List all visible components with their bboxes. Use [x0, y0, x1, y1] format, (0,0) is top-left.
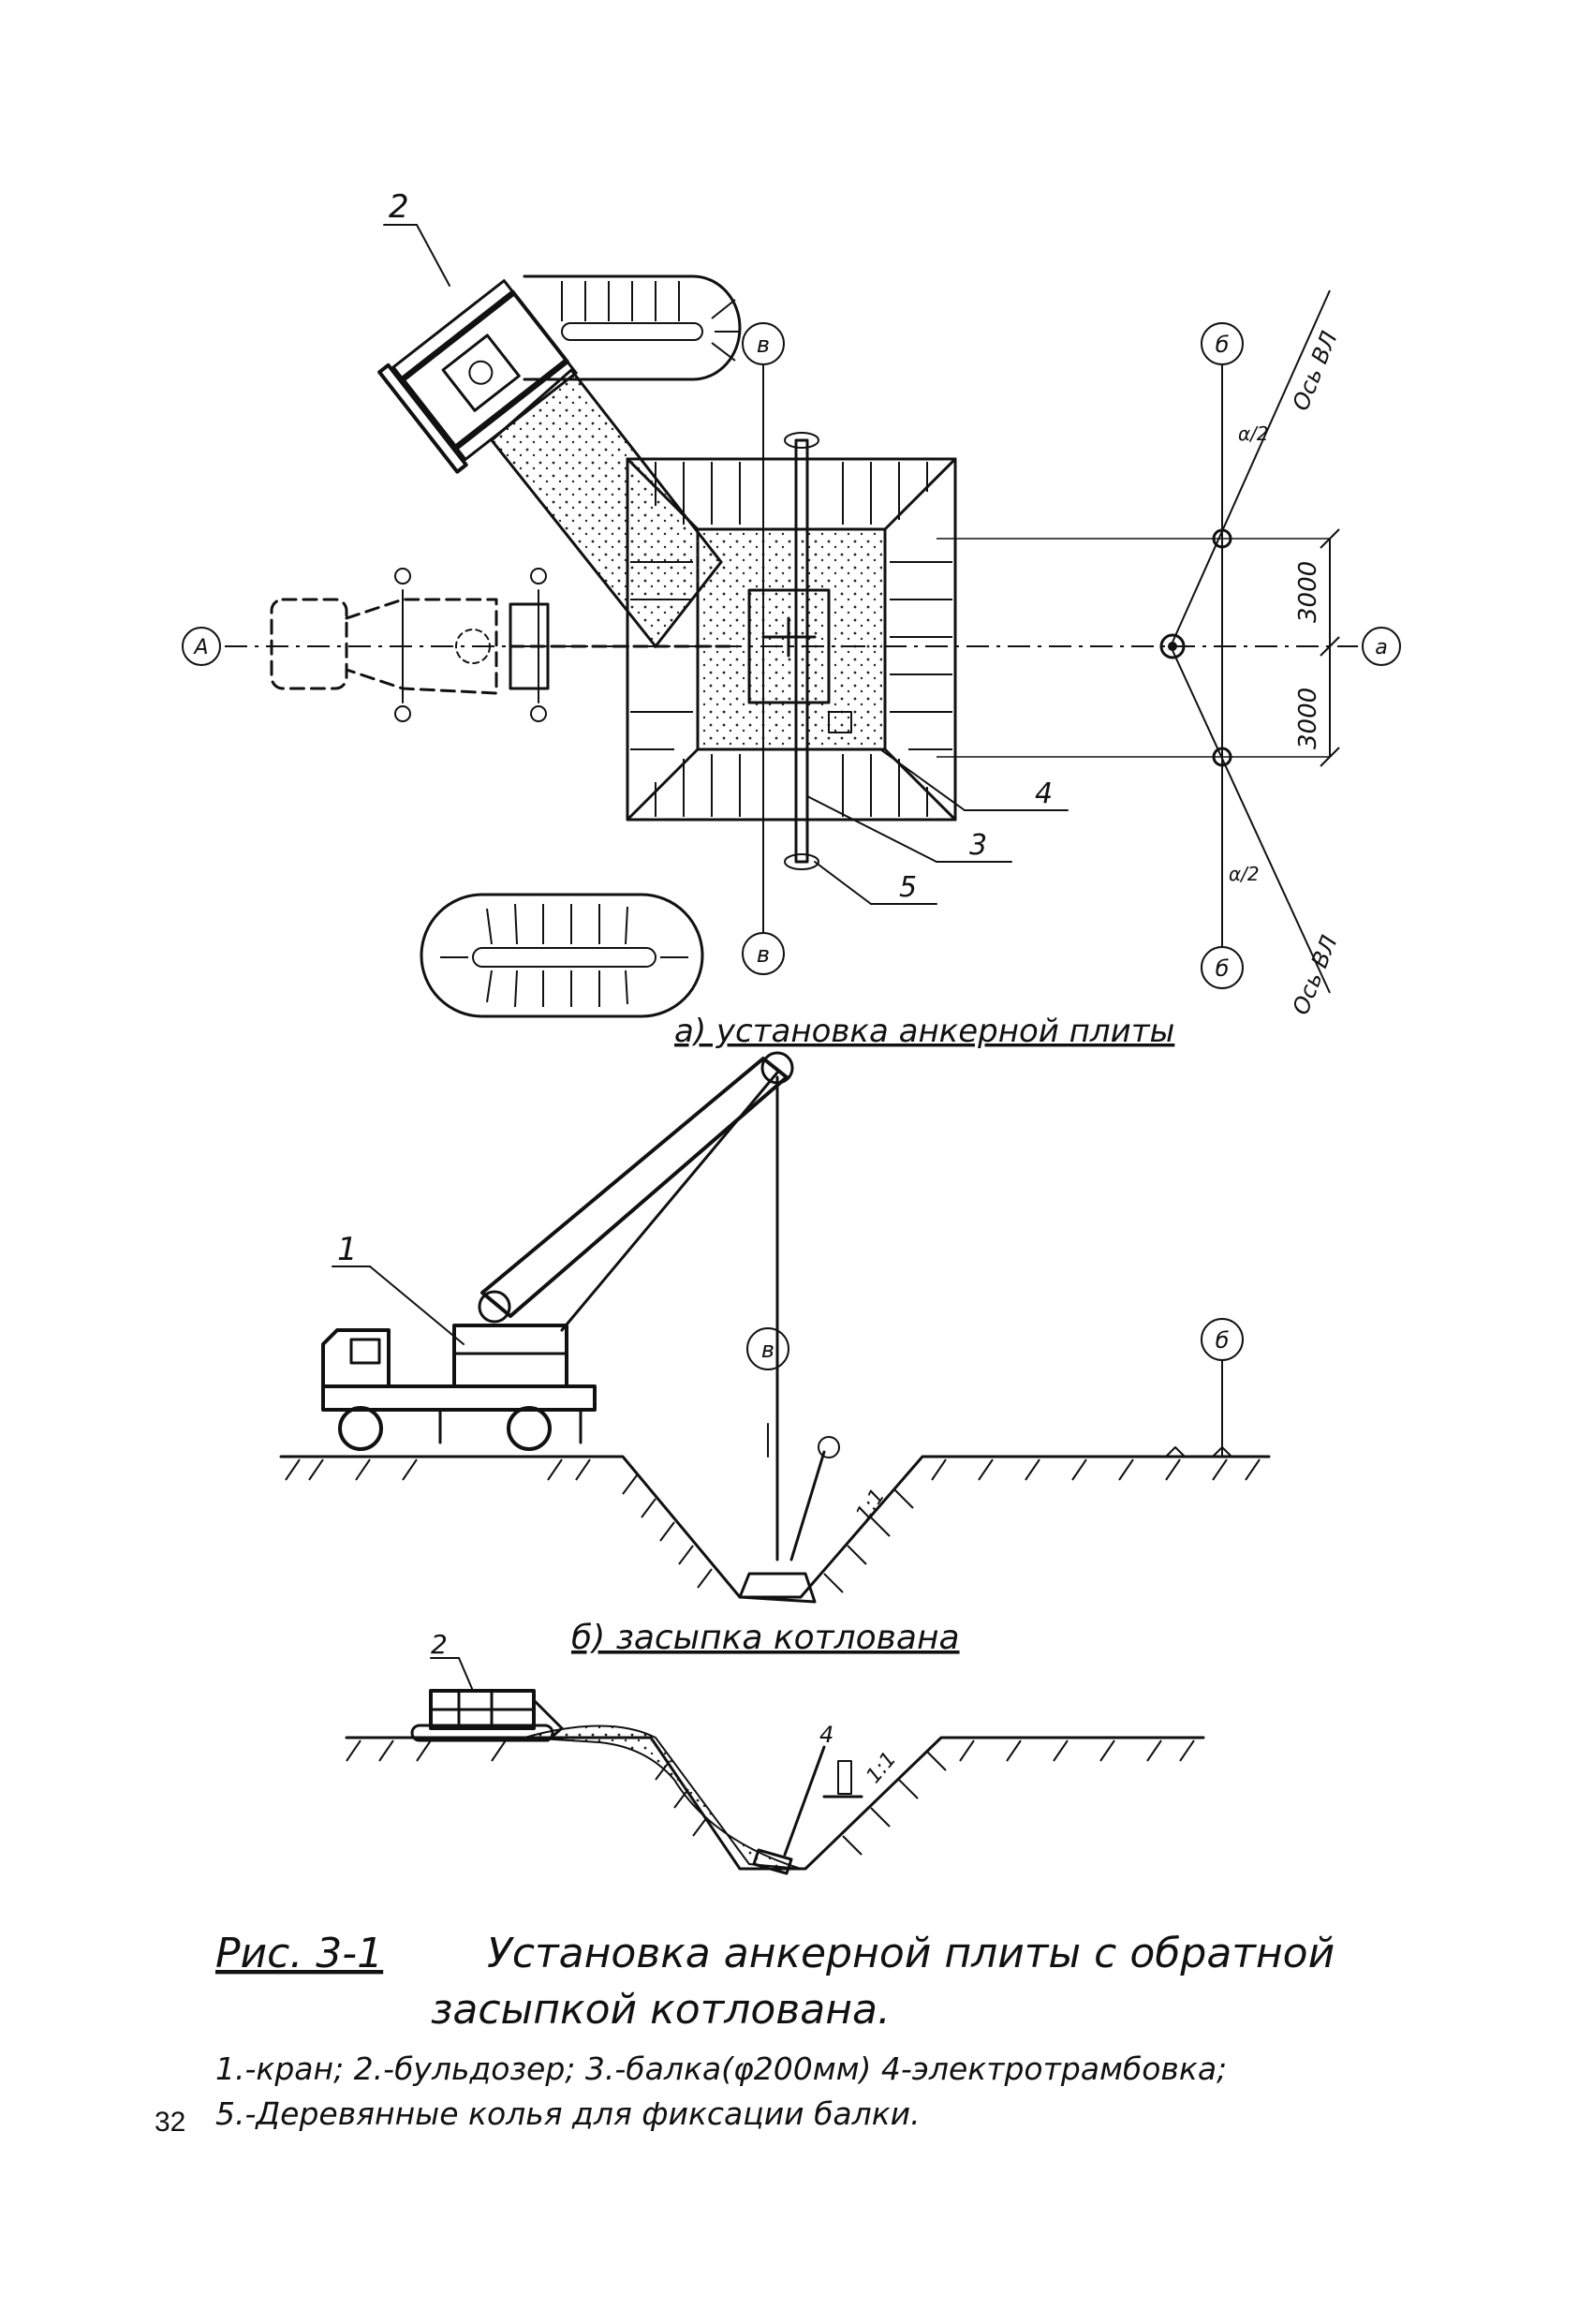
figure-label: Рис. 3-1 [215, 1930, 383, 1977]
dim-lower-label: 3000 [1294, 688, 1322, 749]
axis-b-bottom-label: б [1216, 955, 1230, 982]
axis-a-line: А а [182, 627, 1401, 666]
callout-2-label: 2 [389, 188, 409, 226]
section-b-view: 1:1 в б [279, 1051, 1271, 1657]
axis-a-right-label: а [1375, 636, 1387, 659]
dim-upper-label: 3000 [1294, 561, 1322, 623]
section-c-callout-4-label: 4 [819, 1722, 833, 1748]
spoil-heap-top [523, 274, 742, 381]
vl-axis-bottom-label: Ось ВЛ [1288, 932, 1343, 1018]
bulldozer-side: 2 [410, 1629, 564, 1742]
callout-1-label: 1 [337, 1231, 358, 1268]
bulldozer-plan [377, 279, 578, 474]
page-number: 32 [155, 2107, 185, 2138]
axis-v-bottom-label: в [757, 941, 770, 968]
section-c-callout-2-label: 2 [431, 1629, 448, 1660]
section-c-view: 2 4 1:1 [345, 1629, 1205, 1875]
crane-plan [270, 568, 732, 722]
slope-label-b: 1:1 [851, 1485, 890, 1525]
callout-3-label: 3 [969, 829, 987, 862]
plan-callouts: 2 4 3 5 [383, 188, 1069, 905]
ground-profile-b [279, 1455, 1271, 1599]
axis-b-line: б б Ось ВЛ Ось ВЛ α/2 α/2 3000 3000 [937, 289, 1343, 1018]
callout-4-label: 4 [1035, 777, 1053, 810]
angle-bottom-label: α/2 [1229, 863, 1260, 885]
spoil-heap-bottom [420, 893, 704, 1018]
legend-line2: 5.-Деревянные колья для фиксации балки. [215, 2095, 921, 2132]
backfill-c [524, 1724, 802, 1870]
figure-title-line1: Установка анкерной плиты с обратной [487, 1930, 1335, 1977]
axis-v-line: в в [742, 322, 785, 975]
vl-axis-top-label: Ось ВЛ [1288, 328, 1343, 414]
angle-top-label: α/2 [1238, 422, 1269, 445]
bulldozer-fill-path [489, 367, 723, 649]
figure-caption: Рис. 3-1 Установка анкерной плиты с обра… [155, 1930, 1335, 2138]
axis-a-left-label: А [192, 636, 208, 659]
section-b-axis-v-label: в [761, 1337, 774, 1363]
axis-v-top-label: в [757, 332, 770, 358]
legend-line1: 1.-кран; 2.-бульдозер; 3.-балка(φ200мм) … [215, 2050, 1227, 2087]
section-b-axis-b-label: б [1216, 1327, 1230, 1354]
callout-5-label: 5 [899, 871, 917, 904]
section-b-caption: б) засыпка котлована [571, 1619, 960, 1657]
plan-caption: а) установка анкерной плиты [674, 1013, 1174, 1050]
plan-view: А а в в б б Ось ВЛ Ос [182, 188, 1401, 1050]
figure-title-line2: засыпкой котлована. [431, 1986, 891, 2034]
axis-b-top-label: б [1216, 332, 1230, 358]
crane-truck [321, 1051, 840, 1604]
